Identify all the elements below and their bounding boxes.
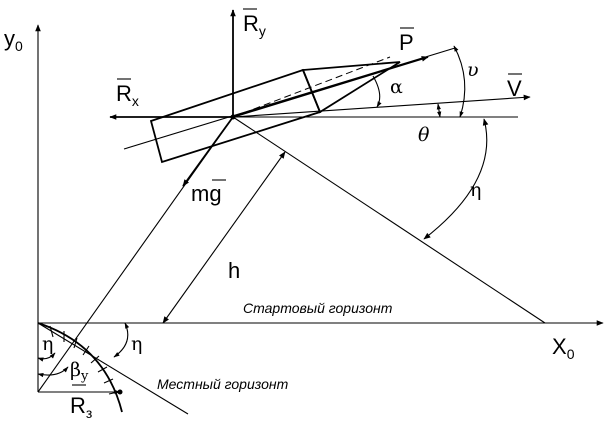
upsilon-label: υ (467, 59, 479, 81)
beta-label: βy (70, 359, 89, 384)
eta-label-center: η (42, 333, 53, 355)
ry-label: Ry (243, 11, 266, 39)
v-label: V (507, 76, 522, 101)
center-of-mass (230, 114, 236, 120)
p-label: P (399, 30, 414, 55)
beta-arc (37, 366, 69, 378)
eta-label-upper: η (470, 179, 481, 201)
theta-label: θ (418, 124, 430, 146)
gravity-vector-mg (182, 116, 234, 187)
eta-arc-local (113, 322, 130, 358)
sightline-to-horizon (232, 116, 546, 324)
x0-axis-label: X0 (552, 334, 575, 362)
alpha-label: α (390, 76, 403, 98)
earth-surface-arc (37, 322, 123, 413)
theta-arc (436, 103, 442, 118)
upsilon-arc (453, 45, 466, 118)
rocket-axis-dashed (232, 56, 391, 118)
r3-label: Rз (70, 393, 92, 421)
local-horizon-line (37, 322, 189, 415)
eta-arc-upper (423, 118, 489, 240)
mg-label: mg (191, 181, 222, 206)
y0-axis-label: y0 (4, 26, 23, 54)
height-h-arrow (162, 151, 286, 324)
eta-arc-center (37, 352, 56, 362)
local-horizon-caption: Местный горизонт (157, 376, 289, 392)
thrust-vector-p (232, 56, 429, 118)
alpha-arc (372, 75, 382, 108)
start-horizon-caption: Стартовый горизонт (243, 300, 393, 316)
h-label: h (228, 258, 240, 283)
rx-label: Rx (116, 81, 139, 109)
eta-label-local: η (131, 333, 142, 355)
